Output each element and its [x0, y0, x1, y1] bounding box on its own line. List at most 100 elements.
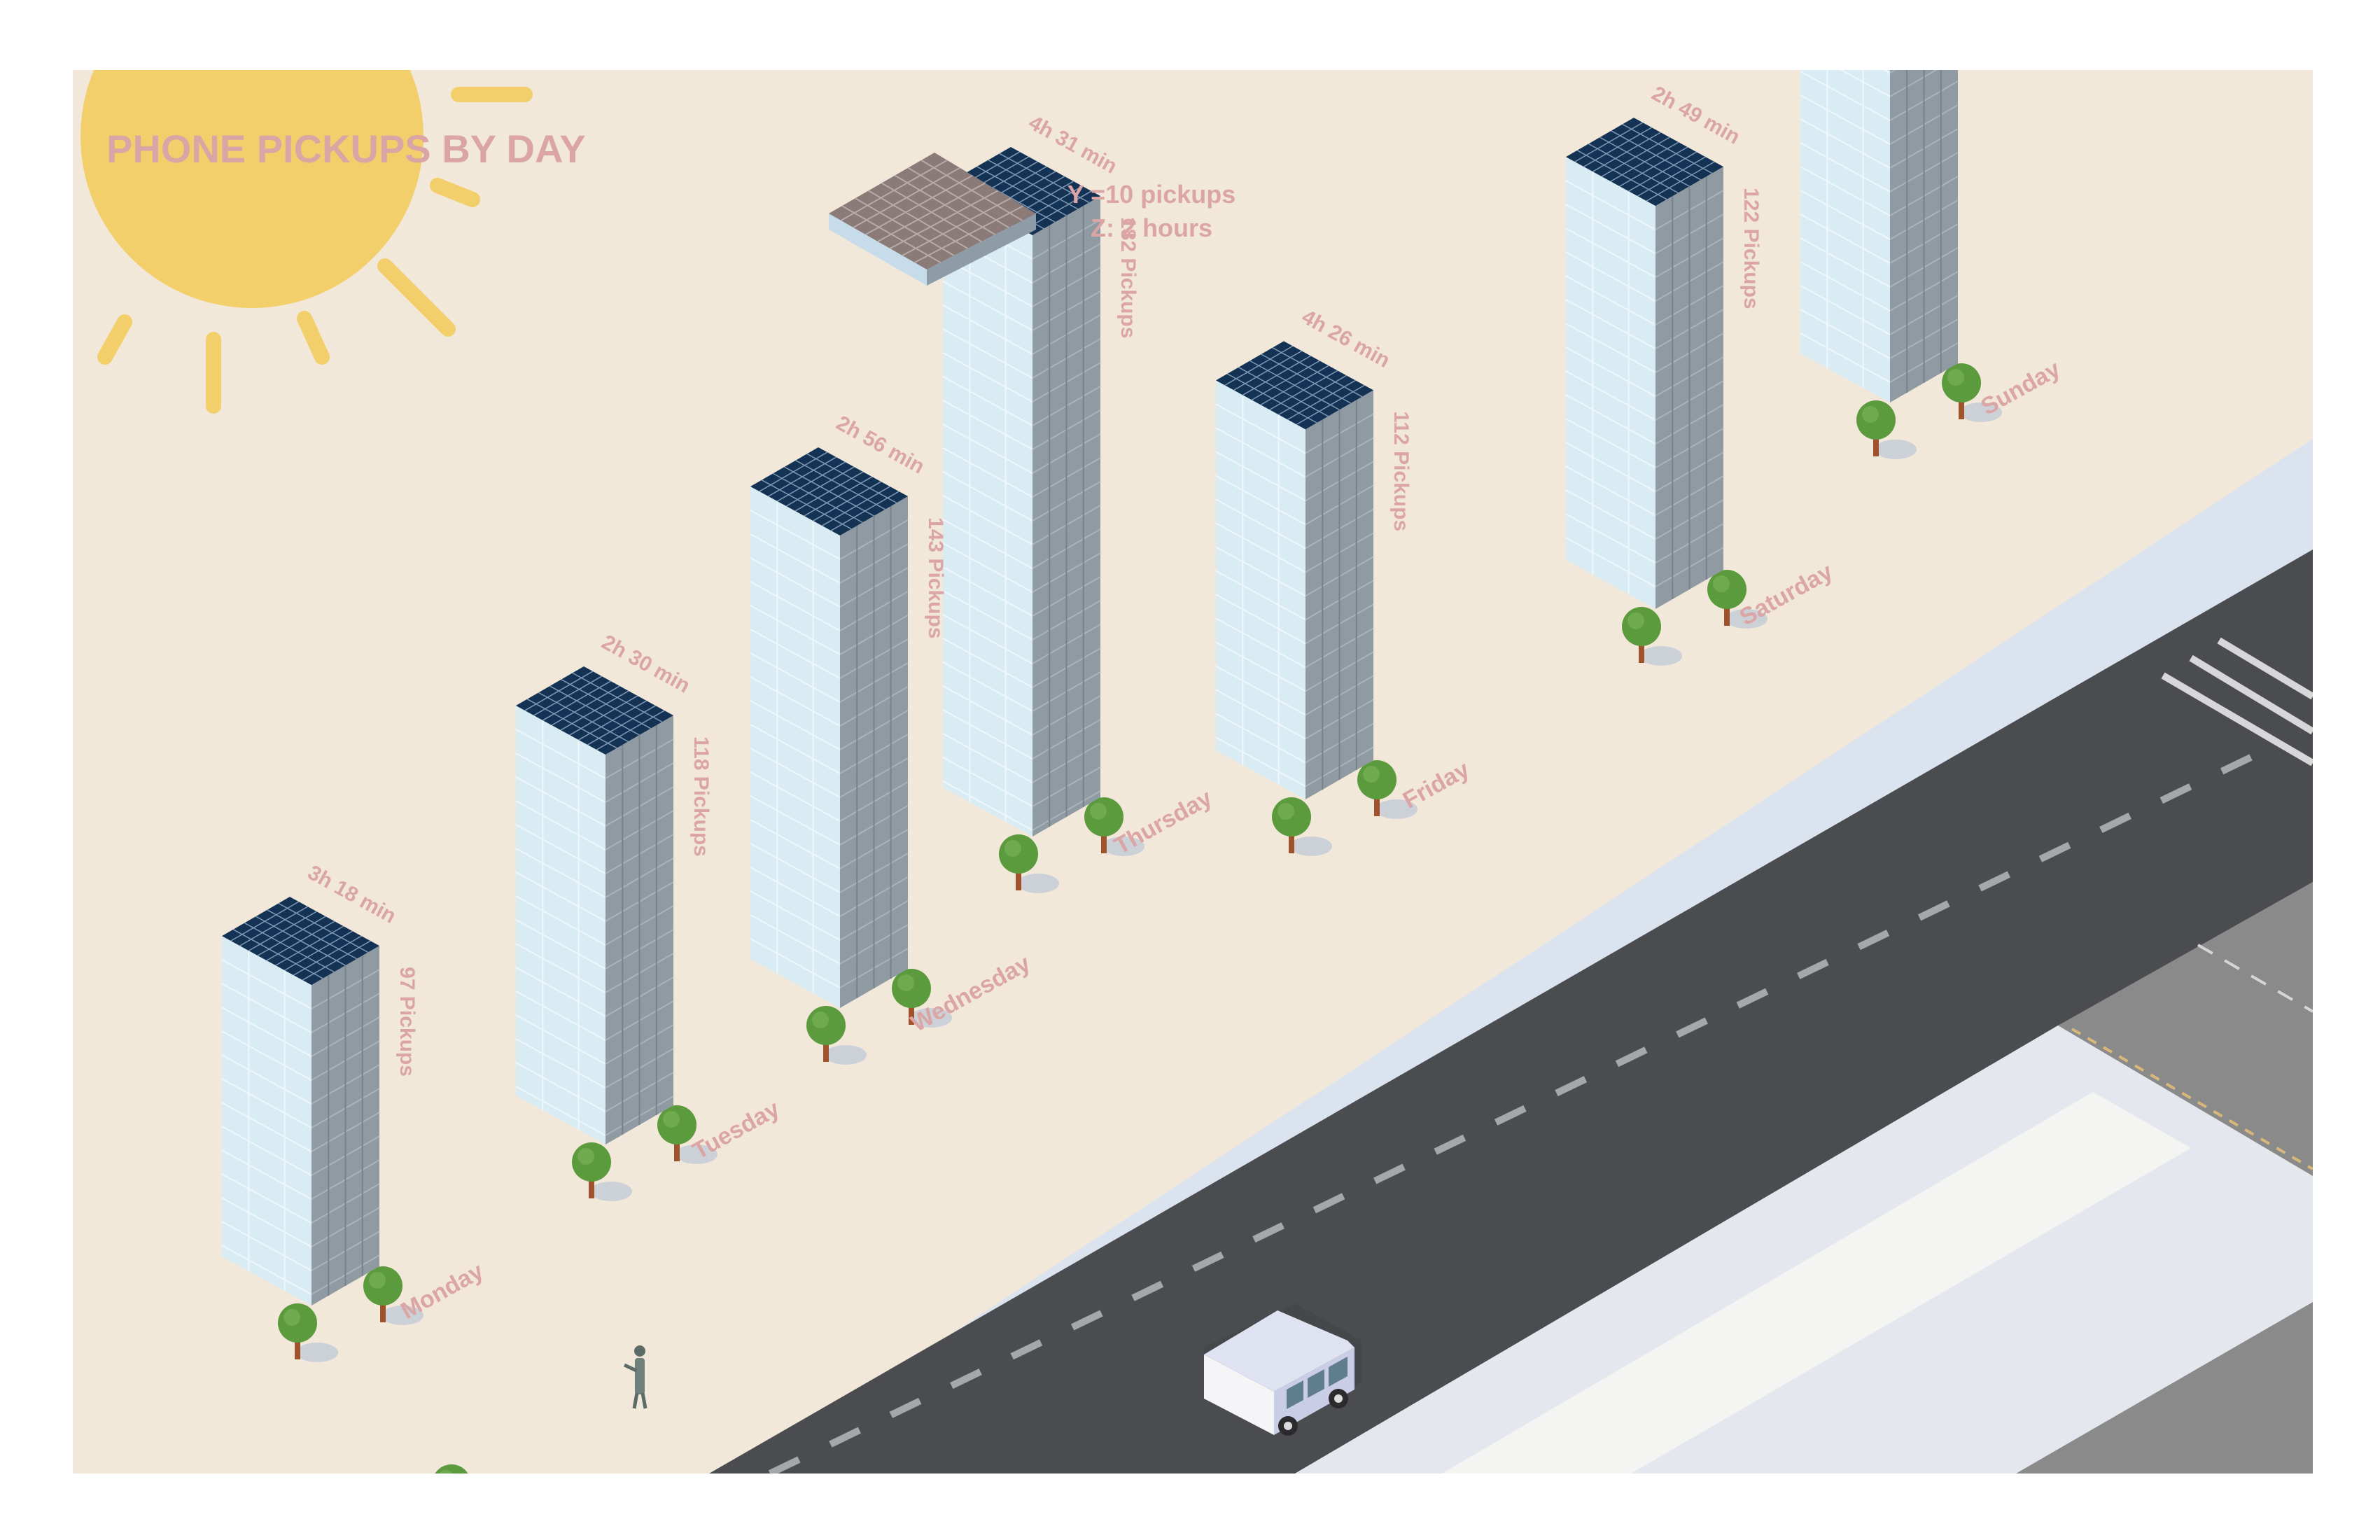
building-floor-line — [1215, 736, 1306, 788]
building-floor-line — [515, 1086, 606, 1136]
lane-marking — [2197, 944, 2313, 1013]
building-floor-line — [942, 685, 1033, 736]
building-bar-monday — [221, 897, 380, 1306]
roof-grid-line — [278, 902, 369, 953]
building-bar-friday — [1215, 341, 1374, 799]
building-floor-line — [515, 967, 606, 1017]
tree-shadow — [1726, 609, 1768, 629]
building-floor-line — [221, 1149, 312, 1200]
legend-grid-line — [920, 160, 1023, 221]
pedestrian — [623, 1345, 648, 1409]
tree-highlight — [1278, 803, 1294, 820]
tree-trunk — [1016, 861, 1021, 890]
building-floor-line — [515, 800, 606, 850]
van-hubcap — [1284, 1422, 1292, 1430]
building-floor-line — [942, 304, 1033, 355]
building-floor-line — [1800, 190, 1891, 240]
stop-line — [2217, 637, 2313, 700]
building-face-left — [943, 186, 1032, 837]
building-floor-line — [1215, 594, 1306, 645]
building-floor-line — [942, 542, 1033, 593]
building-floor-line — [750, 748, 841, 798]
building-floor-line — [1800, 118, 1891, 169]
building-floor-line — [942, 471, 1033, 522]
building-floor-line — [750, 581, 841, 631]
tree-shadow — [825, 1045, 867, 1065]
pickup-label: 143 Pickups — [924, 517, 947, 638]
building-floor-line — [942, 447, 1033, 498]
legend-grid-line — [890, 190, 999, 249]
building-floor-line — [1565, 251, 1656, 302]
building-floor-line — [515, 776, 606, 827]
van — [1204, 1303, 1362, 1436]
building-floor-line — [221, 1173, 312, 1224]
tree-trunk — [295, 1330, 300, 1359]
tree-highlight — [1862, 406, 1879, 423]
building-floor-line — [750, 914, 841, 965]
tree-shadow — [296, 1343, 338, 1362]
legend-tile-grid — [841, 160, 1024, 263]
roof-grid-line — [999, 153, 1090, 203]
building-floor-line — [1800, 214, 1891, 264]
road — [709, 550, 2313, 1474]
roof-grid-line — [1226, 373, 1317, 424]
sun-ray — [430, 178, 480, 207]
building-floor-line — [221, 1245, 312, 1296]
tree-shadow — [1376, 799, 1418, 819]
building-floor-line — [942, 519, 1033, 569]
building-floor-line — [221, 1007, 312, 1058]
building-face-left — [1216, 380, 1306, 799]
building-floor-line — [942, 757, 1033, 807]
legend-grid-line — [914, 205, 1024, 263]
building-floor-line — [750, 771, 841, 822]
building-floor-line — [1565, 227, 1656, 279]
roof-grid-line — [988, 159, 1079, 210]
building-floor-line — [1565, 465, 1656, 517]
building-floor-line — [1800, 285, 1891, 335]
tree-trunk — [1289, 824, 1294, 853]
sun-ray — [97, 314, 132, 365]
tree-highlight — [439, 1470, 453, 1474]
building-floor-line — [221, 959, 312, 1010]
legend-tile-side — [927, 214, 1036, 286]
building-floor-line — [1800, 71, 1891, 121]
building-floor-line — [515, 729, 606, 779]
building-floor-line — [1800, 332, 1891, 383]
roof-grid-line — [1611, 130, 1702, 181]
roof-grid-line — [772, 472, 863, 524]
tree — [1272, 797, 1332, 856]
tree-trunk — [1724, 596, 1730, 626]
sun-ray — [377, 258, 456, 337]
building-floor-line — [942, 424, 1033, 474]
pickup-label: 122 Pickups — [1740, 188, 1763, 309]
pickup-label: 112 Pickups — [1390, 411, 1413, 531]
roof-grid-line — [1576, 150, 1667, 200]
van-window — [1308, 1369, 1324, 1398]
tree — [806, 1006, 867, 1065]
building-floor-line — [1800, 94, 1891, 145]
van-front — [1204, 1354, 1274, 1435]
stop-line — [2189, 654, 2313, 735]
building-floor-line — [1565, 394, 1656, 445]
building-bar-saturday — [1565, 118, 1724, 609]
building-floor-line — [750, 890, 841, 941]
tree-trunk — [380, 1293, 386, 1322]
intersection-road — [2058, 882, 2313, 1176]
tree-shadow — [382, 1306, 424, 1325]
chart-panel: Y =10 pickups Z: 2 hours PHONE PICKUPS B… — [73, 70, 2313, 1474]
pedestrian-leg — [632, 1392, 639, 1409]
building-floor-line — [750, 867, 841, 917]
building-floor-line — [750, 510, 841, 560]
building-floor-line — [750, 700, 841, 750]
building-floor-line — [1840, 70, 1891, 97]
chart-title: PHONE PICKUPS BY DAY — [106, 127, 586, 171]
building-floor-line — [750, 843, 841, 893]
building-floor-line — [1565, 418, 1656, 469]
building-floor-line — [1565, 489, 1656, 540]
building-floor-line — [942, 400, 1033, 450]
tree — [1942, 363, 2002, 422]
building-floor-line — [1565, 346, 1656, 398]
roof-grid-line — [976, 166, 1067, 216]
building-floor-line — [942, 495, 1033, 545]
building-face-left — [1800, 70, 1890, 402]
